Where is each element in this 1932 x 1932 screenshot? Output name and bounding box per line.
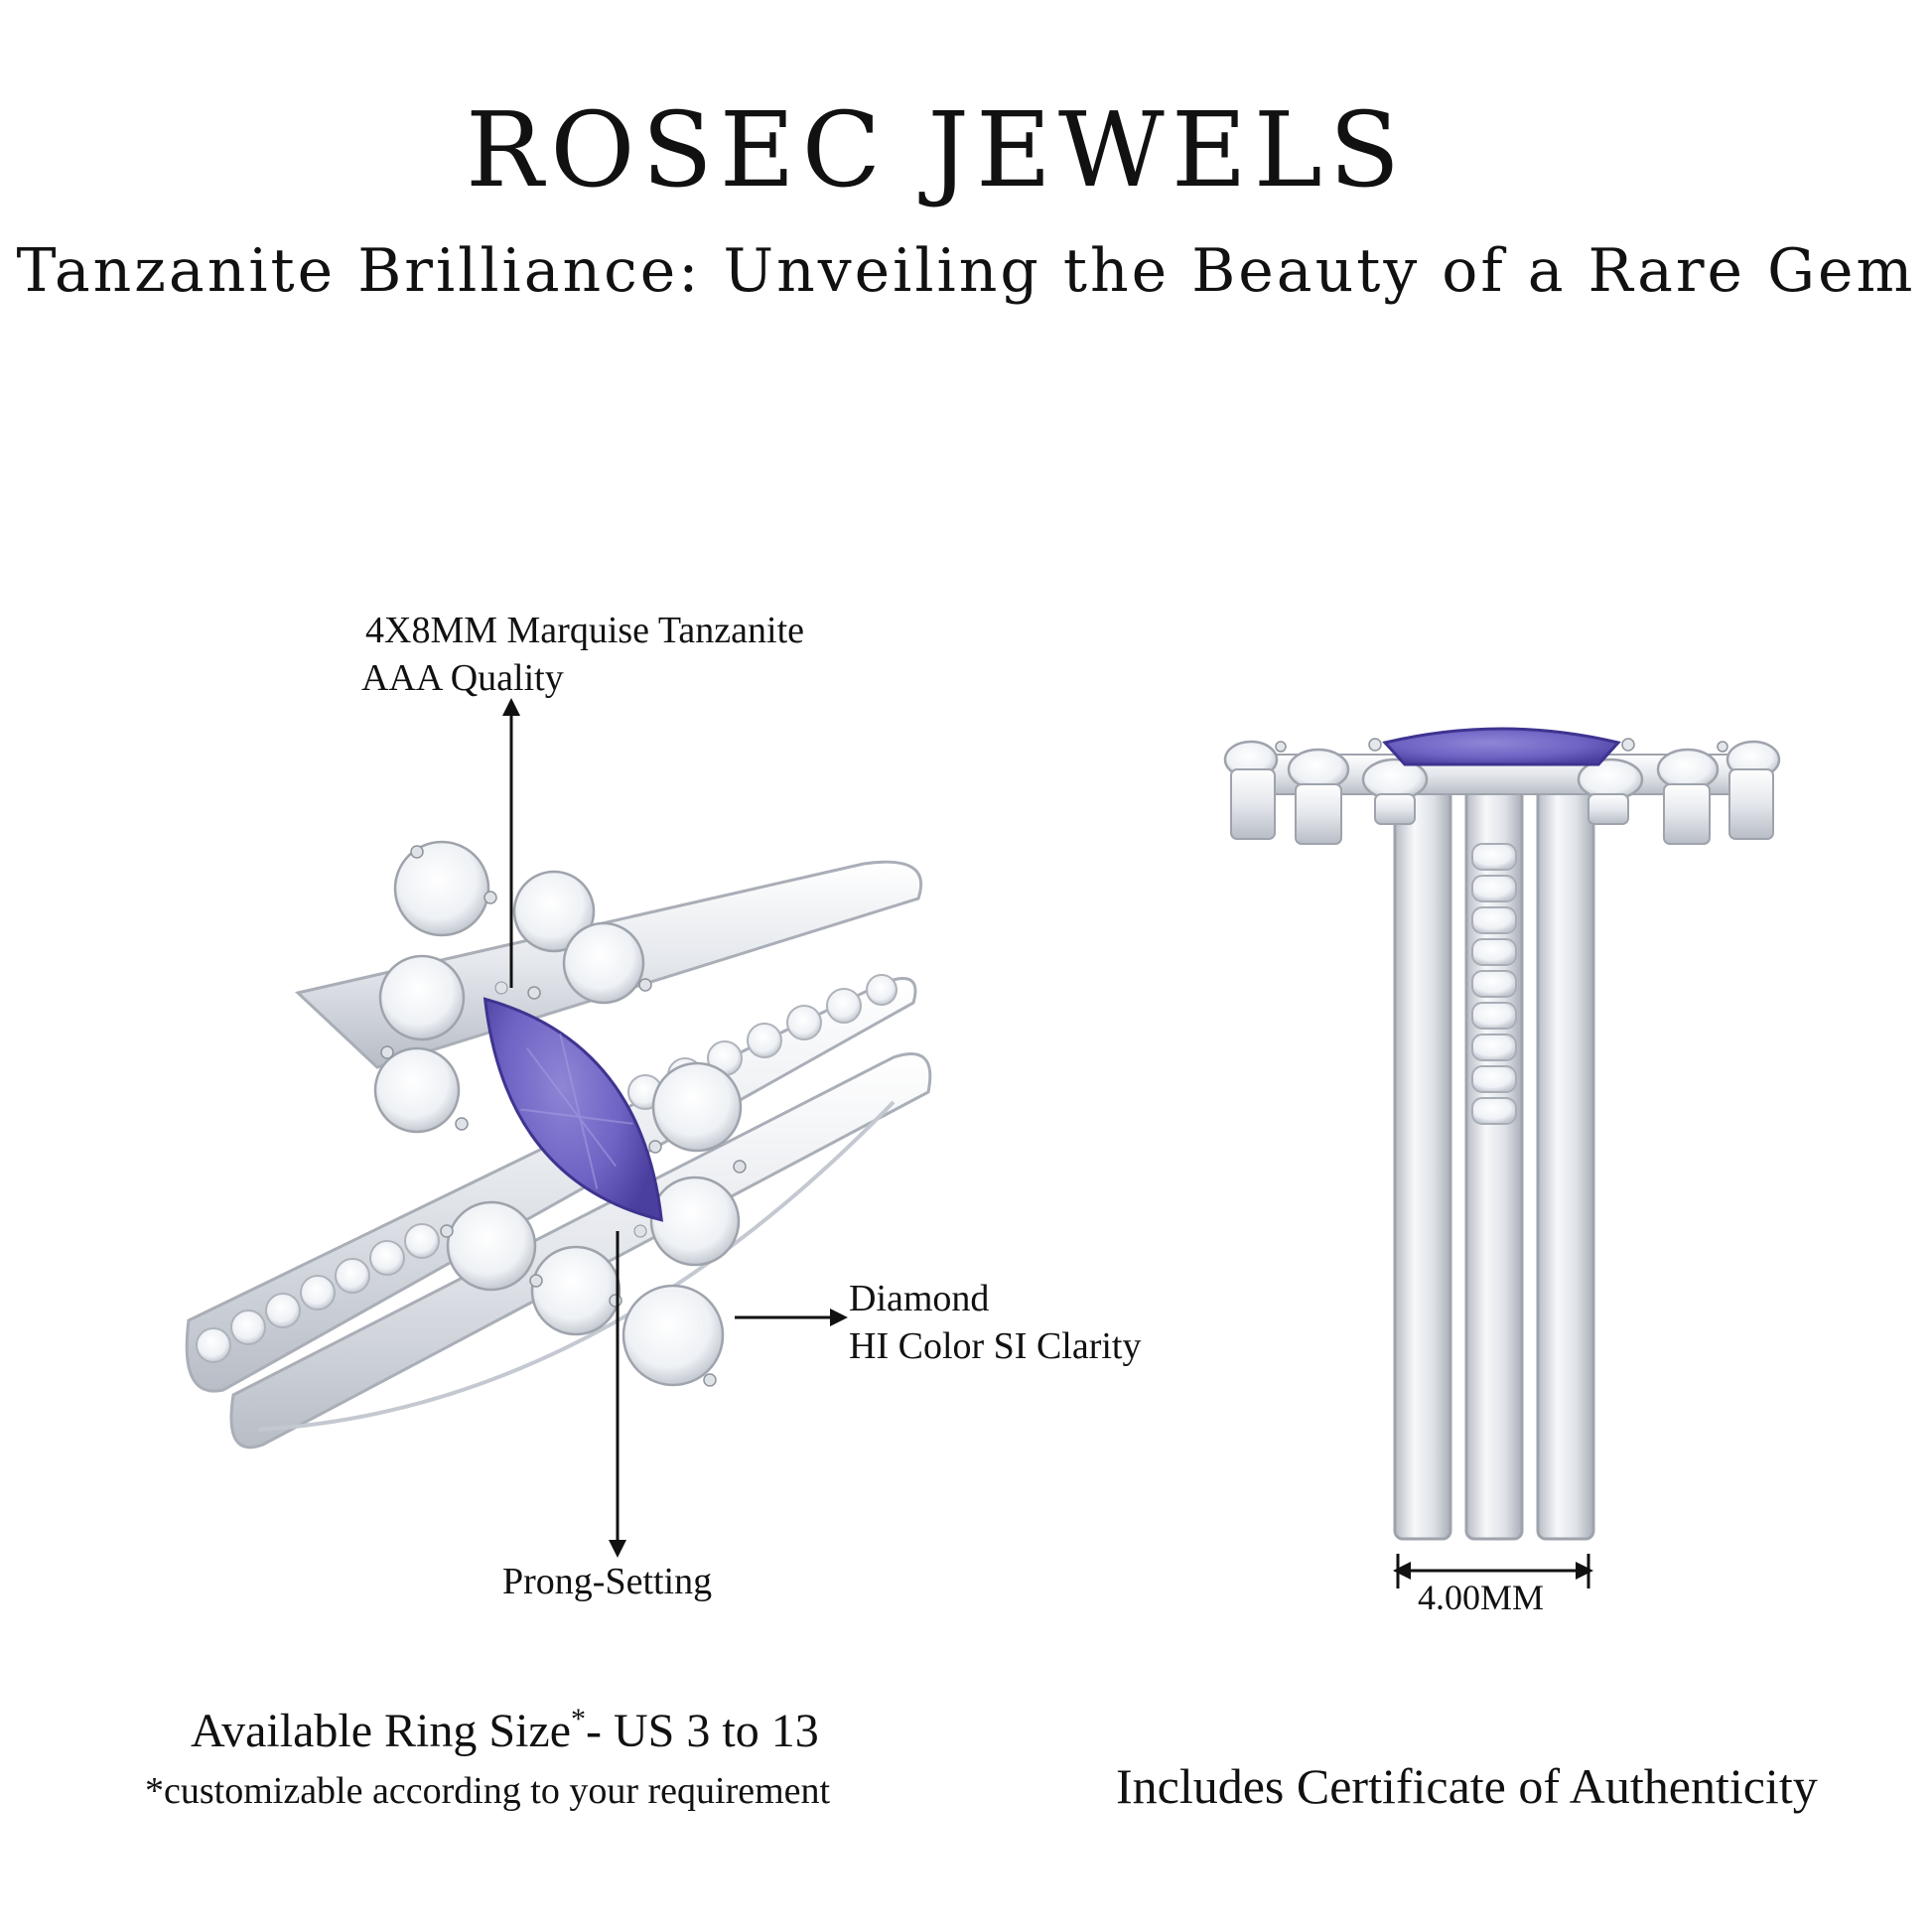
gem-callout-label: 4X8MM Marquise Tanzanite [365,610,804,651]
customizable-note: *customizable according to your requirem… [145,1770,831,1812]
ring-set-side-view [1223,727,1781,1588]
certificate-note: Includes Certificate of Authenticity [1116,1758,1818,1814]
diamond-spec-label: HI Color SI Clarity [849,1325,1142,1367]
gem-quality-label: AAA Quality [361,657,564,699]
callout-lines [502,698,848,1558]
setting-callout-label: Prong-Setting [502,1561,713,1602]
diamond-callout-label: Diamond [849,1278,990,1319]
ring-size-info: Available Ring Size*- US 3 to 13 [191,1703,819,1757]
width-dimension [1393,1554,1593,1588]
brand-title: ROSEC JEWELS [465,89,1408,210]
page-subtitle: Tanzanite Brilliance: Unveiling the Beau… [16,236,1916,306]
band-width-label: 4.00MM [1418,1578,1545,1617]
ring-set-angled-view [185,840,932,1449]
